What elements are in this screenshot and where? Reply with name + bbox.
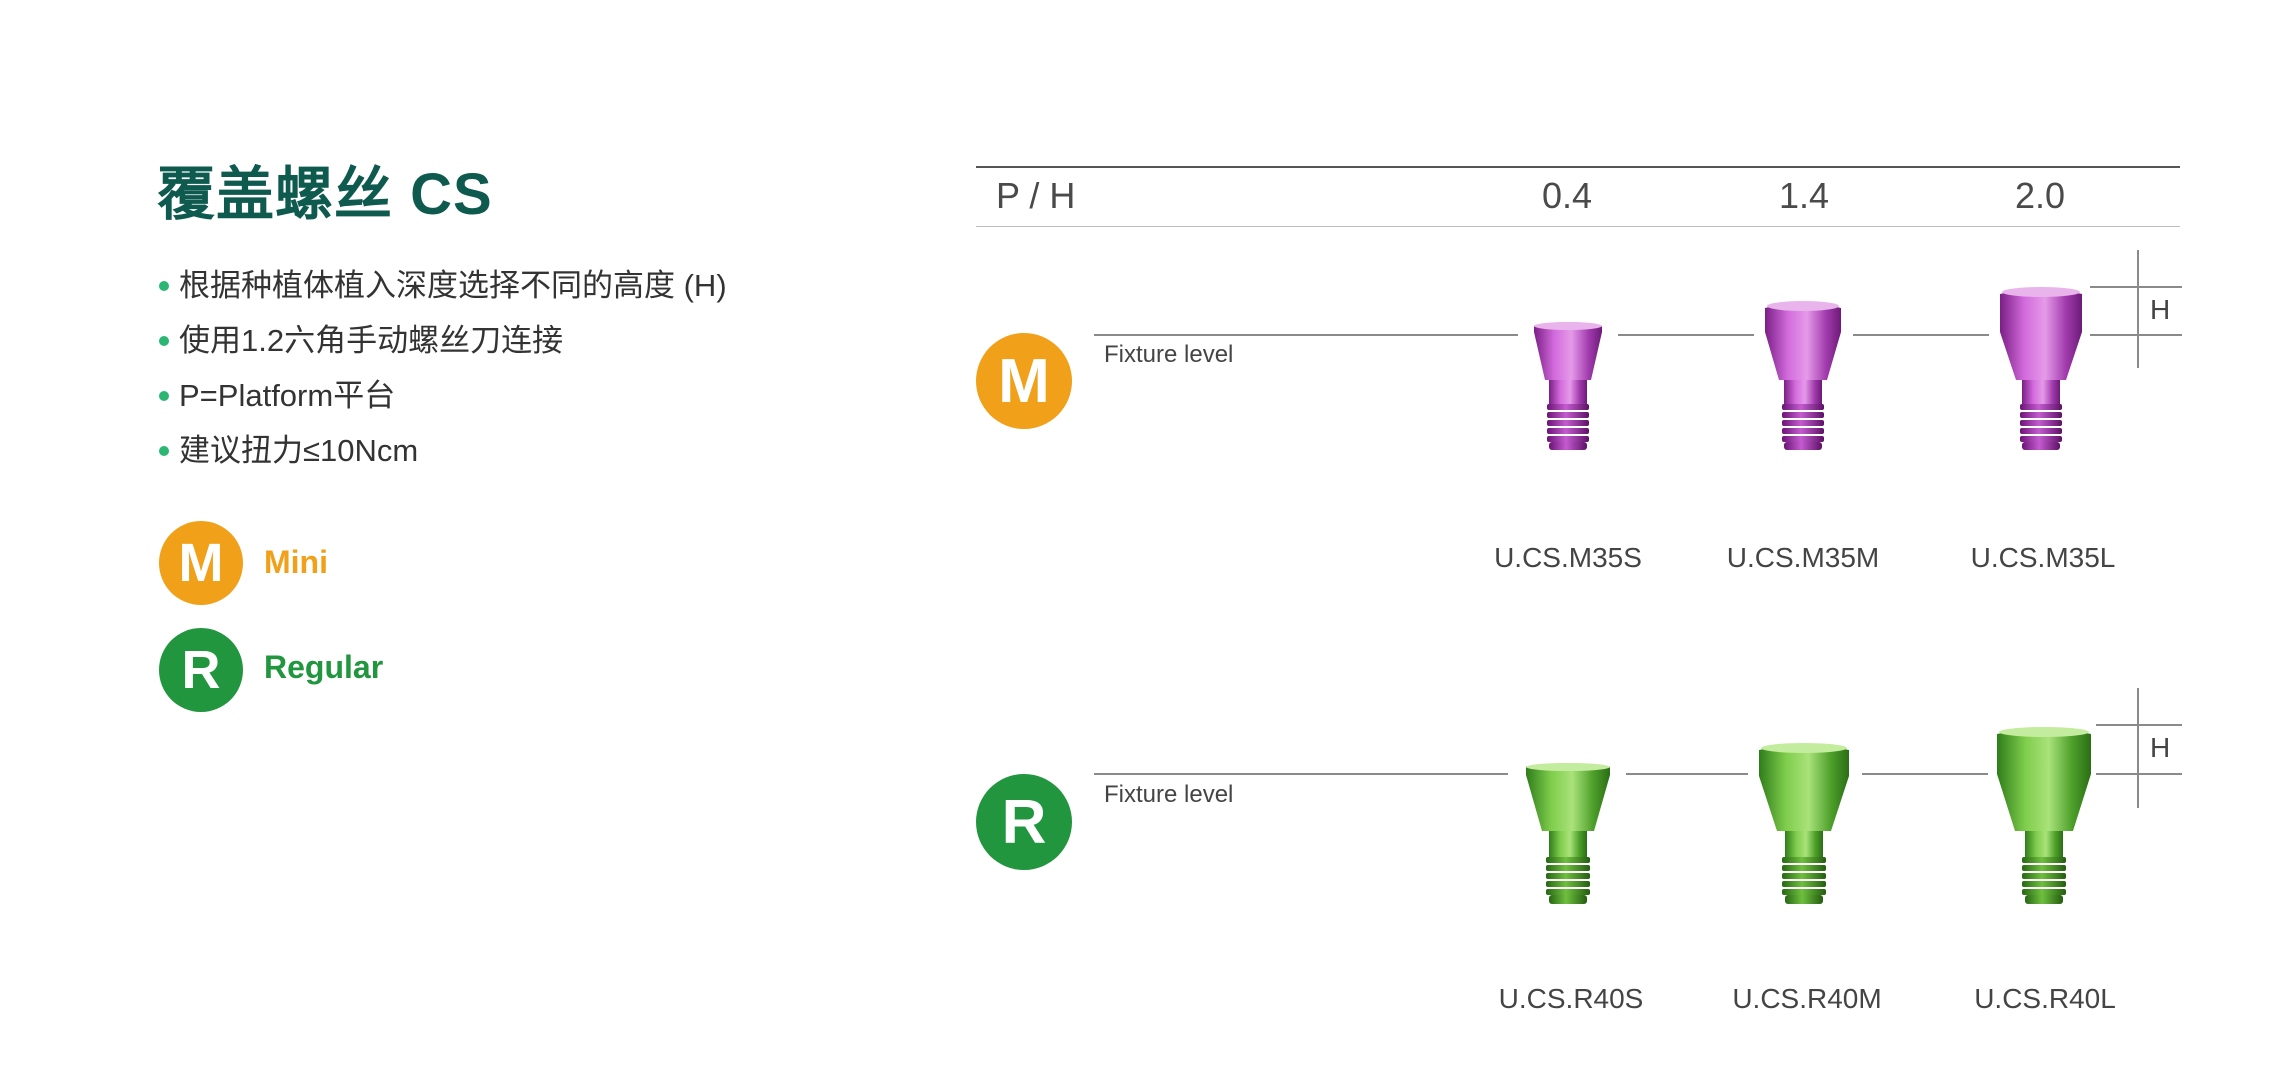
product-code: U.CS.M35S	[1494, 542, 1642, 573]
legend-mini-label: Mini	[264, 544, 328, 580]
cover-screw-r40m-image	[1759, 743, 1849, 904]
bullet-dot-icon	[159, 391, 169, 401]
table-header-rule	[976, 226, 2180, 227]
product-code: U.CS.M35L	[1970, 542, 2116, 573]
height-header-m: 1.4	[1778, 175, 1830, 216]
height-dimension-label: H	[2150, 732, 2171, 763]
bullet-dot-icon	[159, 336, 169, 346]
height-header-s: 0.4	[1541, 175, 1593, 216]
feature-item: 建议扭力≤10Ncm	[157, 423, 727, 478]
product-code: U.CS.R40S	[1498, 983, 1644, 1014]
bullet-dot-icon	[159, 446, 169, 456]
table-header-label: P / H	[996, 175, 1076, 216]
cover-screw-m35l-image	[2000, 287, 2082, 450]
cover-screw-r40s-image	[1526, 763, 1610, 904]
height-dimension-tick	[2137, 688, 2139, 808]
height-dimension-tick	[2137, 250, 2139, 368]
height-dimension-label: H	[2150, 294, 2171, 325]
product-code: U.CS.R40M	[1732, 983, 1882, 1014]
cover-screw-r40l-image	[1997, 727, 2091, 904]
page-title: 覆盖螺丝 CS	[157, 162, 493, 227]
height-header-l: 2.0	[2014, 175, 2066, 216]
fixture-level-label: Fixture level	[1104, 341, 1234, 368]
fixture-level-line	[1626, 773, 1748, 775]
height-dimension-line	[2090, 286, 2182, 288]
row-mini-badge: M	[976, 333, 1072, 429]
bullet-dot-icon	[159, 281, 169, 291]
row-regular-badge: R	[976, 774, 1072, 870]
legend-regular-badge: R	[159, 628, 243, 712]
product-code: U.CS.R40L	[1974, 983, 2116, 1014]
feature-list: 根据种植体植入深度选择不同的高度 (H) 使用1.2六角手动螺丝刀连接 P=Pl…	[157, 258, 727, 478]
legend-regular-label: Regular	[264, 649, 384, 685]
cover-screw-m35s-image	[1534, 322, 1602, 450]
fixture-level-line	[1094, 773, 1508, 775]
feature-item: 根据种植体植入深度选择不同的高度 (H)	[157, 258, 727, 313]
fixture-level-line	[1853, 334, 1989, 336]
fixture-level-line	[1862, 773, 1988, 775]
fixture-level-line	[2096, 773, 2182, 775]
fixture-level-label: Fixture level	[1104, 781, 1234, 808]
fixture-level-line	[1618, 334, 1754, 336]
feature-item: P=Platform平台	[157, 368, 727, 423]
height-dimension-line	[2096, 724, 2182, 726]
fixture-level-line	[2090, 334, 2182, 336]
table-top-rule	[976, 166, 2180, 168]
product-code: U.CS.M35M	[1726, 542, 1880, 573]
cover-screw-m35m-image	[1765, 301, 1841, 450]
fixture-level-line	[1094, 334, 1518, 336]
legend-mini-badge: M	[159, 521, 243, 605]
feature-item: 使用1.2六角手动螺丝刀连接	[157, 313, 727, 368]
